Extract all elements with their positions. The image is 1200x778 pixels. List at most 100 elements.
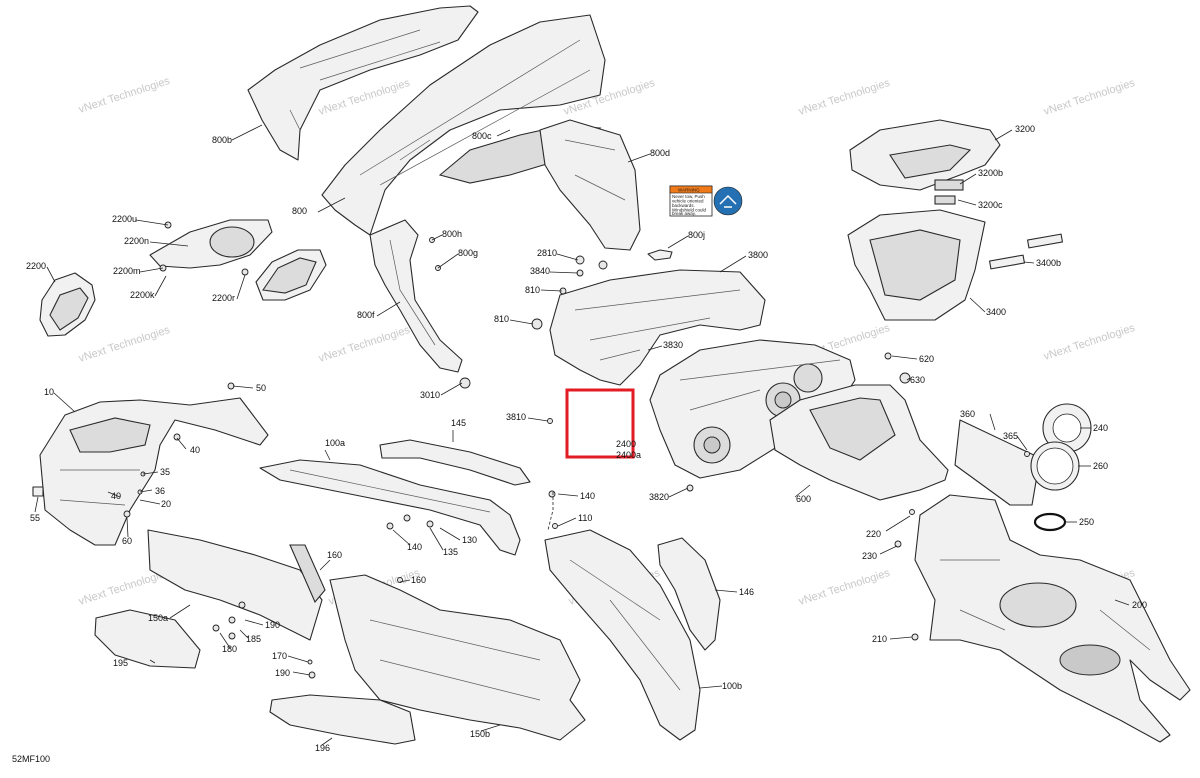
callout-40-bottom[interactable]: 40 (111, 491, 121, 501)
part-800b-deflector (247, 5, 479, 161)
callout-2810[interactable]: 2810 (537, 248, 557, 258)
callout-160-top[interactable]: 160 (327, 550, 342, 560)
callout-130[interactable]: 130 (462, 535, 477, 545)
callout-3830[interactable]: 3830 (663, 340, 683, 350)
callout-210[interactable]: 210 (872, 634, 887, 644)
callout-3200[interactable]: 3200 (1015, 124, 1035, 134)
callout-260[interactable]: 260 (1093, 461, 1108, 471)
warning-label-line: Windshield could (672, 208, 707, 213)
callout-150b[interactable]: 150b (470, 729, 490, 739)
watermark: vNext Technologies (317, 324, 412, 365)
callout-2200[interactable]: 2200 (26, 261, 46, 271)
callout-180[interactable]: 180 (222, 644, 237, 654)
callout-800j[interactable]: 800j (688, 230, 705, 240)
callout-60[interactable]: 60 (122, 536, 132, 546)
part-100b-panel (544, 529, 701, 741)
part-10-front-cowl (32, 382, 269, 546)
callout-800f[interactable]: 800f (357, 310, 375, 320)
diagram-code: 52MF100 (12, 754, 50, 764)
part-3400-bin (847, 209, 1063, 321)
warning-label-line: vehicle oriented (672, 199, 704, 204)
part-800-windshield (321, 14, 606, 236)
leader-dashed (547, 492, 554, 531)
callout-800h[interactable]: 800h (442, 229, 462, 239)
callout-2200r[interactable]: 2200r (212, 293, 235, 303)
callout-810-bottom[interactable]: 810 (494, 314, 509, 324)
callout-3840[interactable]: 3840 (530, 266, 550, 276)
callout-240[interactable]: 240 (1093, 423, 1108, 433)
callout-3400b[interactable]: 3400b (1036, 258, 1061, 268)
callout-170[interactable]: 170 (272, 651, 287, 661)
callout-2400a[interactable]: 2400a (616, 450, 641, 460)
callout-200[interactable]: 200 (1132, 600, 1147, 610)
part-200-console (894, 494, 1191, 743)
callout-labels: 800b 800c 800d 800 800h 800g 800f 800j 2… (26, 124, 1147, 753)
callout-800c[interactable]: 800c (472, 131, 492, 141)
warning-label-line: Never tow, Push (672, 194, 705, 199)
callout-2400[interactable]: 2400 (616, 439, 636, 449)
part-3800-bracket (531, 255, 766, 424)
callout-365[interactable]: 365 (1003, 431, 1018, 441)
callout-3810[interactable]: 3810 (506, 412, 526, 422)
callout-10[interactable]: 10 (44, 387, 54, 397)
callout-145[interactable]: 145 (451, 418, 466, 428)
watermark: vNext Technologies (797, 77, 892, 118)
callout-20[interactable]: 20 (161, 499, 171, 509)
callout-36[interactable]: 36 (155, 486, 165, 496)
callout-3800[interactable]: 3800 (748, 250, 768, 260)
watermark: vNext Technologies (1042, 322, 1137, 363)
callout-800g[interactable]: 800g (458, 248, 478, 258)
callout-3820[interactable]: 3820 (649, 492, 669, 502)
callout-55[interactable]: 55 (30, 513, 40, 523)
callout-185[interactable]: 185 (246, 634, 261, 644)
callout-135[interactable]: 135 (443, 547, 458, 557)
callout-810-top[interactable]: 810 (525, 285, 540, 295)
part-250-o-ring (1033, 512, 1067, 532)
callout-2200m[interactable]: 2200m (113, 266, 141, 276)
callout-190-bottom[interactable]: 190 (275, 668, 290, 678)
callout-3200b[interactable]: 3200b (978, 168, 1003, 178)
part-146-panel (657, 537, 721, 651)
callout-630[interactable]: 630 (910, 375, 925, 385)
callout-50[interactable]: 50 (256, 383, 266, 393)
warning-label-line: break away. (672, 211, 696, 216)
callout-220[interactable]: 220 (866, 529, 881, 539)
callout-40-top[interactable]: 40 (190, 445, 200, 455)
callout-2200u[interactable]: 2200u (112, 214, 137, 224)
callout-35[interactable]: 35 (160, 467, 170, 477)
part-600-cluster-cover (769, 352, 949, 501)
warning-label-line: backwards. (672, 203, 695, 208)
callout-250[interactable]: 250 (1079, 517, 1094, 527)
callout-800b[interactable]: 800b (212, 135, 232, 145)
callout-3200c[interactable]: 3200c (978, 200, 1003, 210)
callout-100a[interactable]: 100a (325, 438, 345, 448)
callout-140-right[interactable]: 140 (580, 491, 595, 501)
callout-360[interactable]: 360 (960, 409, 975, 419)
callout-140-left[interactable]: 140 (407, 542, 422, 552)
callout-800[interactable]: 800 (292, 206, 307, 216)
callout-146[interactable]: 146 (739, 587, 754, 597)
callout-2200n[interactable]: 2200n (124, 236, 149, 246)
part-150b-side-panel (307, 574, 586, 741)
part-2200-mirror-left (39, 272, 96, 337)
callout-3010[interactable]: 3010 (420, 390, 440, 400)
part-195-trim (94, 609, 201, 669)
watermark: vNext Technologies (1042, 77, 1137, 118)
callout-196[interactable]: 196 (315, 743, 330, 753)
callout-150a[interactable]: 150a (148, 613, 168, 623)
callout-195[interactable]: 195 (113, 658, 128, 668)
instruction-icon (713, 186, 743, 216)
callout-2200k[interactable]: 2200k (130, 290, 155, 300)
callout-600[interactable]: 600 (796, 494, 811, 504)
warning-label-800j: WARNING Never tow, Push vehicle oriented… (647, 185, 743, 261)
callout-620[interactable]: 620 (919, 354, 934, 364)
part-3200-lid (849, 119, 1001, 205)
callout-800d[interactable]: 800d (650, 148, 670, 158)
callout-190-top[interactable]: 190 (265, 620, 280, 630)
callout-110[interactable]: 110 (578, 513, 592, 523)
callout-3400[interactable]: 3400 (986, 307, 1006, 317)
callout-160-bottom[interactable]: 160 (411, 575, 426, 585)
callout-100b[interactable]: 100b (722, 681, 742, 691)
callout-230[interactable]: 230 (862, 551, 877, 561)
